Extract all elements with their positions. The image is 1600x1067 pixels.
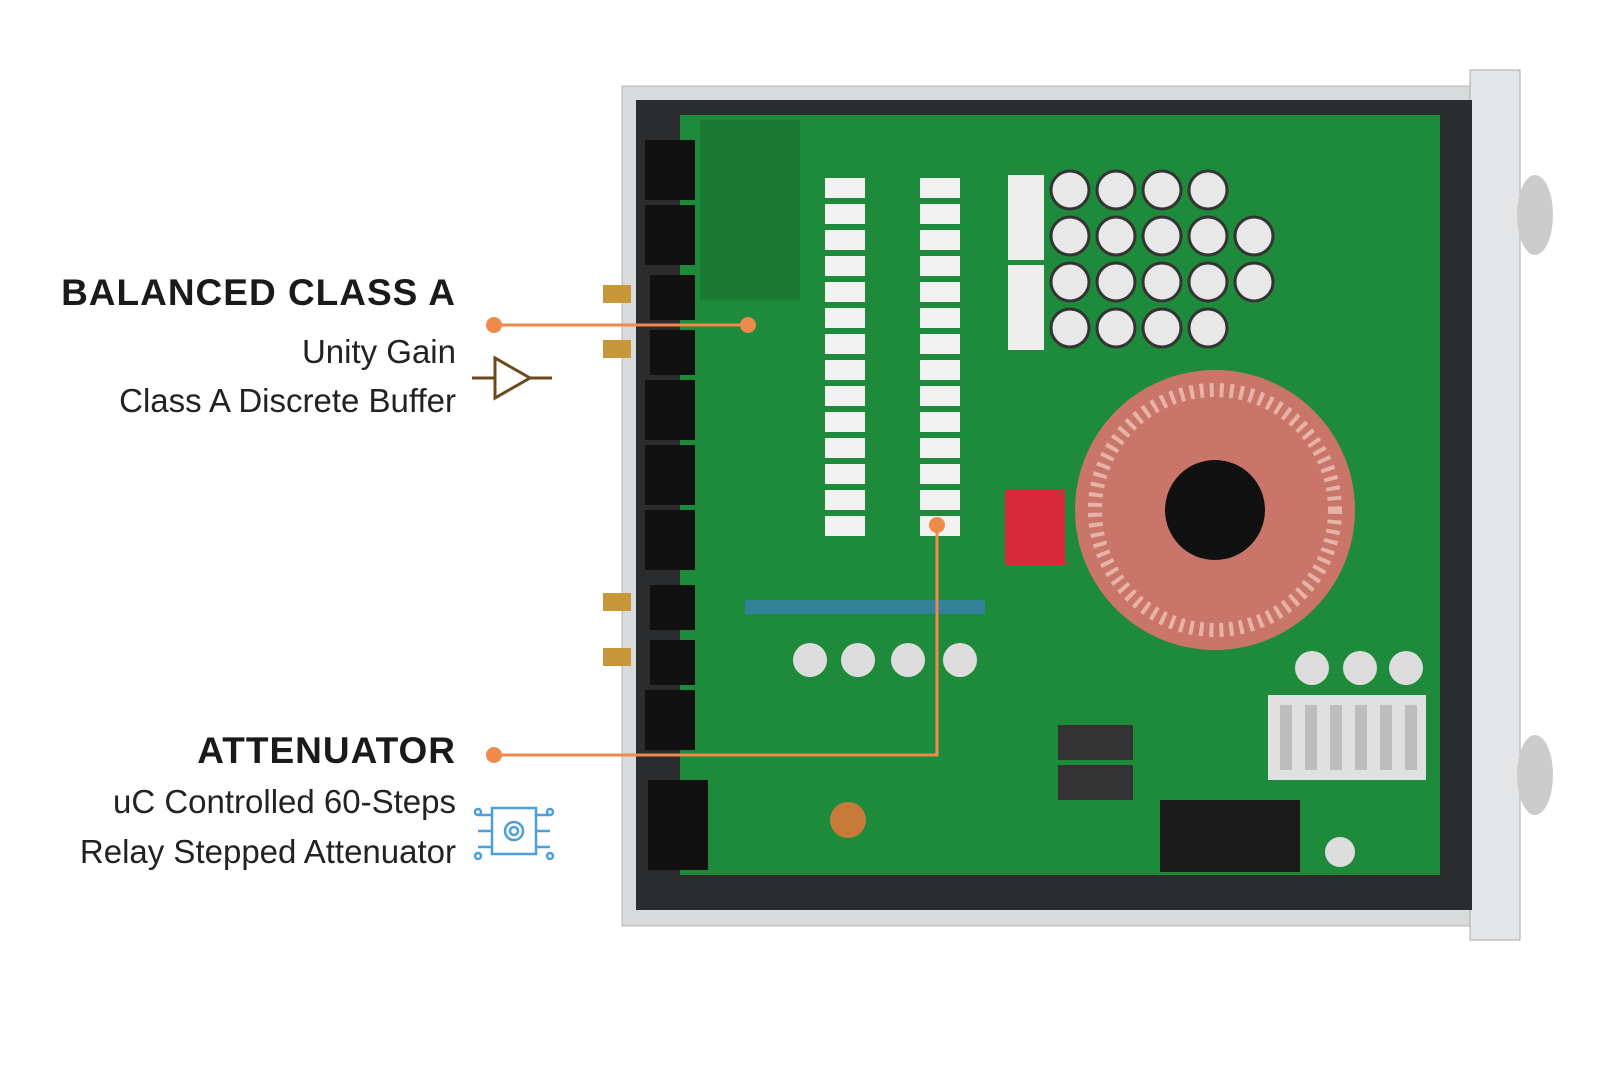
relay — [920, 256, 960, 276]
relay — [825, 438, 865, 458]
relay — [920, 282, 960, 302]
relay — [920, 360, 960, 380]
capacitor — [1095, 215, 1137, 257]
chip-gear-icon — [473, 806, 555, 861]
relay — [920, 386, 960, 406]
relay — [920, 464, 960, 484]
capacitor — [1049, 307, 1091, 349]
relay — [825, 386, 865, 406]
rear-connectors — [645, 140, 708, 870]
relay — [825, 282, 865, 302]
capacitor — [1141, 307, 1183, 349]
relay — [825, 412, 865, 432]
relay — [825, 490, 865, 510]
unity-gain-text: Unity Gain — [301, 333, 456, 370]
relay — [825, 178, 865, 198]
relay — [920, 230, 960, 250]
attenuator-title: ATTENUATOR — [197, 730, 456, 771]
relay-attenuator-text: Relay Stepped Attenuator — [79, 833, 456, 870]
capacitor — [1233, 261, 1275, 303]
relay — [920, 308, 960, 328]
relay — [920, 204, 960, 224]
relay — [920, 490, 960, 510]
relay — [920, 178, 960, 198]
relay — [825, 230, 865, 250]
capacitor-bank — [1049, 169, 1275, 349]
capacitor — [1187, 307, 1229, 349]
capacitor — [1141, 169, 1183, 211]
relay — [825, 308, 865, 328]
front-panel — [1469, 69, 1521, 941]
relay — [825, 334, 865, 354]
capacitor — [1049, 215, 1091, 257]
relay — [825, 256, 865, 276]
knob-bottom — [1517, 735, 1553, 815]
relay-columns — [825, 178, 960, 536]
capacitor — [1141, 261, 1183, 303]
amplifier-buffer-icon — [472, 355, 552, 401]
capacitor — [1187, 169, 1229, 211]
callout-line-attenuator — [494, 525, 939, 757]
relay — [920, 334, 960, 354]
class-a-buffer-text: Class A Discrete Buffer — [119, 382, 456, 419]
uc-controlled-text: uC Controlled 60-Steps — [112, 783, 456, 820]
capacitor — [1141, 215, 1183, 257]
callout-line-balanced — [486, 317, 756, 333]
relay — [825, 204, 865, 224]
capacitor — [1187, 261, 1229, 303]
capacitor — [1095, 169, 1137, 211]
relay — [920, 438, 960, 458]
balanced-class-a-title: BALANCED CLASS A — [61, 272, 456, 313]
relay — [825, 360, 865, 380]
capacitor — [1233, 215, 1275, 257]
power-module — [1160, 800, 1300, 872]
capacitor — [1095, 307, 1137, 349]
knob-top — [1517, 175, 1553, 255]
capacitor — [1049, 261, 1091, 303]
relay — [825, 516, 865, 536]
relay — [920, 412, 960, 432]
capacitor — [1095, 261, 1137, 303]
capacitor — [1049, 169, 1091, 211]
relay — [825, 464, 865, 484]
capacitor — [1187, 215, 1229, 257]
heatsink — [1268, 695, 1426, 780]
